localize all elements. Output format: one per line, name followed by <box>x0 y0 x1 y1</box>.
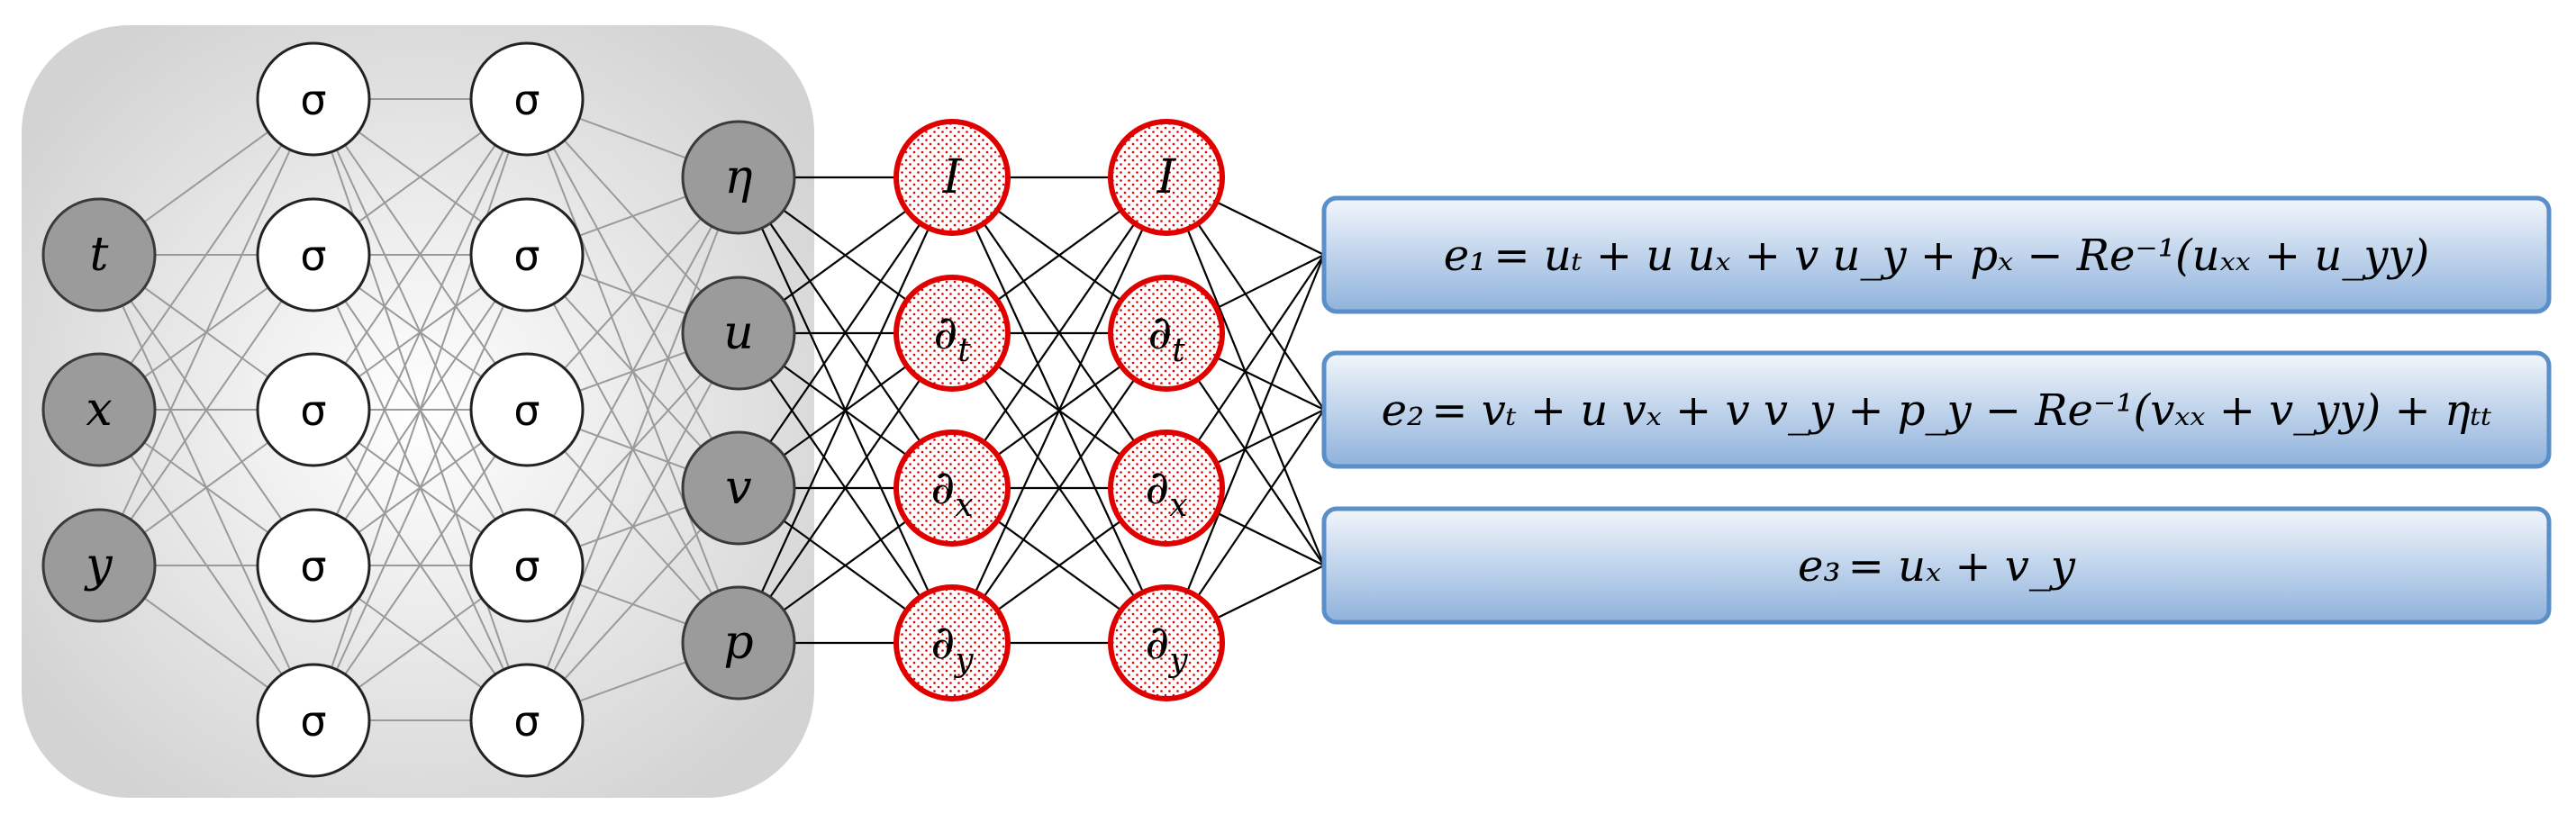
hidden-node-l1-4-label: σ <box>300 542 326 591</box>
equation-3: e₃= uₓ + v_y <box>1798 541 2076 592</box>
equation-boxes: e₁= uₜ + u uₓ + v u_y + pₓ − Re⁻¹(uₓₓ + … <box>1321 195 2552 625</box>
hidden-node-l1-5: σ <box>256 663 371 778</box>
hidden-node-l1-2: σ <box>256 197 371 312</box>
connection-line <box>951 332 1167 644</box>
network-panel <box>22 25 814 798</box>
output-node-4: p <box>681 585 796 701</box>
connection-line <box>313 98 528 411</box>
output-node-4-label: p <box>723 616 753 670</box>
operator-l2-4-label: ∂y <box>1145 616 1188 679</box>
connection-line <box>313 254 528 721</box>
hidden-node-l1-3-label: σ <box>300 386 326 435</box>
output-node-3-label: v <box>725 461 751 515</box>
connection-line <box>526 332 739 721</box>
hidden-node-l2-3-label: σ <box>513 386 540 435</box>
operator-l2-3: ∂x <box>1108 430 1225 547</box>
output-node-2: u <box>681 276 796 391</box>
connection-line <box>951 176 1167 644</box>
operator-l2-2: ∂t <box>1108 275 1225 392</box>
connection-line <box>526 176 739 721</box>
hidden-node-l2-5-label: σ <box>513 697 540 746</box>
operator-l1-3: ∂x <box>893 430 1011 547</box>
operator-l2-2-label: ∂t <box>1147 306 1185 369</box>
connection-line <box>738 176 953 489</box>
connection-line <box>313 409 528 721</box>
operator-l2-3-label: ∂x <box>1145 461 1187 524</box>
connection-line <box>1165 254 1326 644</box>
equation-box-1: e₁= uₜ + u uₓ + v u_y + pₓ − Re⁻¹(uₓₓ + … <box>1321 195 2552 314</box>
equation-box-2: e₂= vₜ + u vₓ + v v_y + p_y − Re⁻¹(vₓₓ +… <box>1321 350 2552 469</box>
connection-line <box>738 176 953 644</box>
hidden-node-l1-1: σ <box>256 41 371 157</box>
hidden-node-l1-1-label: σ <box>300 76 326 124</box>
connection-line <box>526 176 739 566</box>
operator-l2-1-label: I <box>1156 150 1177 204</box>
operator-l1-2-label: ∂t <box>933 306 971 369</box>
equation-box-3: e₃= uₓ + v_y <box>1321 506 2552 625</box>
equation-1: e₁= uₜ + u uₓ + v u_y + pₓ − Re⁻¹(uₓₓ + … <box>1444 231 2430 281</box>
operator-l1-2: ∂t <box>893 275 1011 392</box>
connection-line <box>738 332 953 644</box>
output-node-1-label: η <box>724 150 752 204</box>
connection-line <box>98 254 314 566</box>
input-node-t: t <box>41 197 157 312</box>
operator-l1-1-label: I <box>942 150 963 204</box>
input-node-x-label: x <box>86 383 112 437</box>
input-node-y: y <box>41 508 157 623</box>
connection-line <box>98 98 314 566</box>
operator-l1-1: I <box>893 119 1011 236</box>
output-node-3: v <box>681 430 796 546</box>
connection-line <box>951 176 1167 489</box>
operator-l1-3-label: ∂x <box>930 461 973 524</box>
connection-line <box>313 98 528 721</box>
hidden-node-l1-4: σ <box>256 508 371 623</box>
hidden-node-l2-4: σ <box>469 508 585 623</box>
operator-connections <box>738 176 1326 645</box>
hidden-node-l2-2-label: σ <box>513 231 540 280</box>
input-node-t-label: t <box>90 228 109 282</box>
connection-line <box>313 98 528 566</box>
output-node-1: η <box>681 120 796 235</box>
hidden-node-l2-1-label: σ <box>513 76 540 124</box>
hidden-node-l1-5-label: σ <box>300 697 326 746</box>
connection-line <box>98 98 314 411</box>
operator-l2-1: I <box>1108 119 1225 236</box>
operator-l1-4: ∂y <box>893 584 1011 701</box>
hidden-node-l2-2: σ <box>469 197 585 312</box>
input-node-y-label: y <box>84 538 113 592</box>
operator-l1-4-label: ∂y <box>930 616 974 679</box>
equation-2: e₂= vₜ + u vₓ + v v_y + p_y − Re⁻¹(vₓₓ +… <box>1382 385 2492 436</box>
hidden-node-l2-4-label: σ <box>513 542 540 591</box>
output-node-2-label: u <box>723 306 754 360</box>
operator-l2-4: ∂y <box>1108 584 1225 701</box>
hidden-node-l1-3: σ <box>256 352 371 467</box>
network-nodes: t x y σ σ σ σ σ σ σ σ σ σ η u v p I ∂t ∂x ∂y I ∂t ∂x ∂y <box>41 41 1225 778</box>
hidden-node-l2-1: σ <box>469 41 585 157</box>
hidden-node-l2-5: σ <box>469 663 585 778</box>
hidden-node-l2-3: σ <box>469 352 585 467</box>
input-node-x: x <box>41 352 157 467</box>
hidden-node-l1-2-label: σ <box>300 231 326 280</box>
